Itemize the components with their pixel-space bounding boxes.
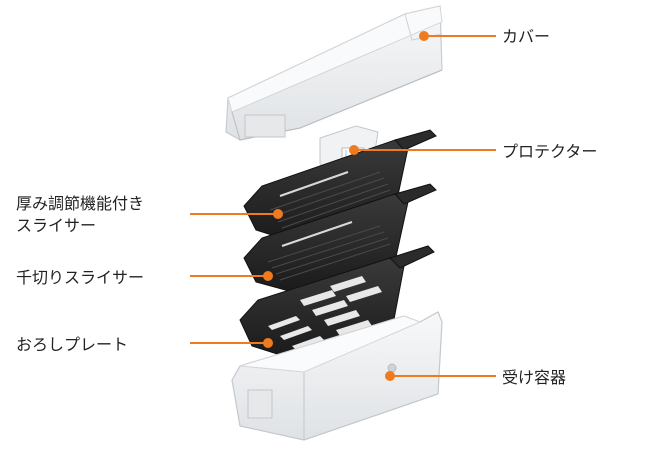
cover-part <box>225 5 443 141</box>
label-container: 受け容器 <box>502 368 567 387</box>
label-protector: プロテクター <box>502 142 598 161</box>
label-adjustable-slicer: 厚み調節機能付き スライサー <box>16 193 144 237</box>
label-julienne-slicer: 千切りスライサー <box>16 268 145 287</box>
container-part <box>231 311 443 441</box>
leader-lines <box>190 31 496 381</box>
label-adjustable-slicer-line2: スライサー <box>16 216 97 235</box>
label-cover: カバー <box>502 27 551 46</box>
label-adjustable-slicer-line1: 厚み調節機能付き <box>16 194 145 213</box>
label-grater-plate: おろしプレート <box>16 335 129 354</box>
